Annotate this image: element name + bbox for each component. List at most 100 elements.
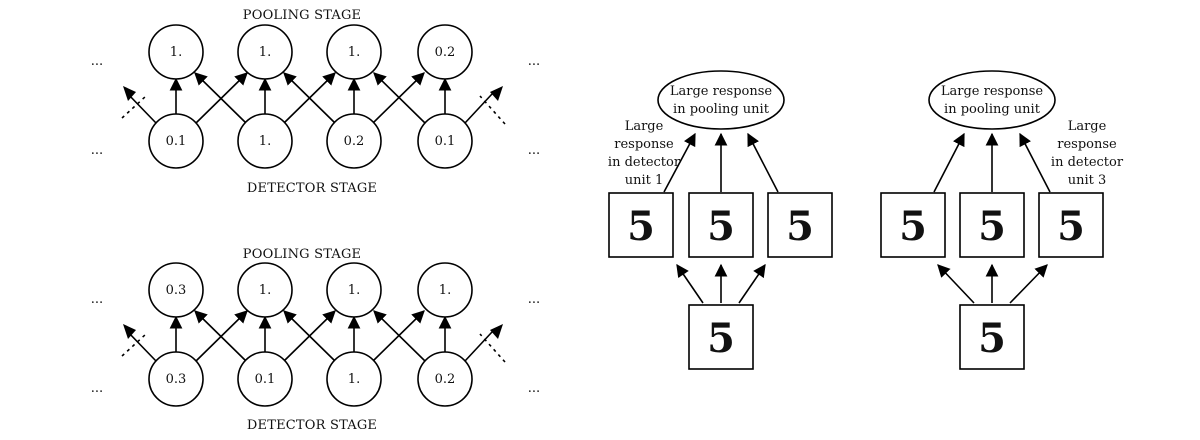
pool-node: 1. [237, 262, 293, 318]
detector-value: 0.2 [435, 372, 456, 387]
edge [464, 93, 493, 124]
detector-node: 0.2 [417, 351, 473, 407]
detector-note-line: response [614, 137, 674, 152]
detector-node: 0.3 [148, 351, 204, 407]
pooling-diagram-1: POOLING STAGE DETECTOR STAGE ... ... ...… [91, 8, 540, 196]
detector-note-line: in detector [608, 155, 681, 170]
detector-node: 1. [237, 113, 293, 169]
edge [1009, 264, 1048, 304]
edge [933, 132, 965, 193]
filter-digit: 5 [978, 203, 1006, 250]
edge [373, 72, 426, 124]
pool-value: 1. [259, 283, 271, 298]
filter-image: 5 [880, 192, 946, 258]
arrowhead-right [490, 324, 503, 339]
detector-note-line: Large [1068, 119, 1107, 134]
detector-value: 1. [348, 372, 360, 387]
pooling-unit: Large response in pooling unit [928, 70, 1056, 130]
detector-node: 0.1 [237, 351, 293, 407]
pooling-edges [125, 310, 493, 362]
dotted-edge [479, 333, 506, 363]
detector-node: 1. [326, 351, 382, 407]
pool-node: 1. [417, 262, 473, 318]
pool-value: 1. [439, 283, 451, 298]
detector-value: 0.1 [435, 134, 456, 149]
ellipsis-right-pool: ... [528, 54, 540, 69]
dotted-edge [121, 333, 147, 357]
pooling-edges [125, 72, 493, 124]
pool-node: 1. [326, 24, 382, 80]
pool-value: 1. [259, 45, 271, 60]
arrowhead-left [123, 86, 136, 101]
filter-digit: 5 [627, 203, 655, 250]
detector-note-line: response [1057, 137, 1117, 152]
edge [373, 310, 426, 362]
edge [1019, 132, 1051, 193]
edge [663, 132, 696, 193]
input-digit: 5 [978, 315, 1006, 362]
pooling-dotted-edges [121, 333, 506, 363]
detector-value: 0.2 [344, 134, 365, 149]
pooling-unit-label-line: in pooling unit [944, 102, 1041, 117]
invariance-edges [933, 132, 1051, 304]
filter-image: 5 [608, 192, 674, 258]
detector-node: 0.1 [417, 113, 473, 169]
invariance-edges [663, 132, 779, 304]
invariance-diagram-2: Large response in pooling unit Large res… [880, 70, 1124, 370]
edge [194, 72, 247, 124]
detector-value: 1. [259, 134, 271, 149]
ellipsis-left-pool: ... [91, 54, 103, 69]
filter-image: 5 [767, 192, 833, 258]
input-digit: 5 [707, 315, 735, 362]
edge [464, 331, 493, 362]
detector-node: 0.2 [326, 113, 382, 169]
filter-digit: 5 [899, 203, 927, 250]
filter-image: 5 [959, 192, 1025, 258]
pooling-stage-label: POOLING STAGE [243, 8, 361, 23]
ellipsis-left-pool: ... [91, 292, 103, 307]
detector-node: 0.1 [148, 113, 204, 169]
input-image: 5 [688, 304, 754, 370]
pooling-diagram-2: POOLING STAGE DETECTOR STAGE ... ... ...… [91, 247, 540, 433]
ellipsis-right-detector: ... [528, 143, 540, 158]
edge [747, 132, 779, 193]
pool-node: 1. [237, 24, 293, 80]
pooling-stage-label: POOLING STAGE [243, 247, 361, 262]
detector-value: 0.3 [166, 372, 187, 387]
ellipsis-right-pool: ... [528, 292, 540, 307]
input-image: 5 [959, 304, 1025, 370]
detector-note: Large response in detector unit 1 [608, 119, 681, 188]
edge [937, 264, 975, 304]
detector-stage-label: DETECTOR STAGE [247, 181, 377, 196]
filter-image: 5 [688, 192, 754, 258]
edge [283, 72, 336, 124]
pool-value: 0.3 [166, 283, 187, 298]
pool-node: 0.3 [148, 262, 204, 318]
filter-digit: 5 [786, 203, 814, 250]
pool-node: 1. [326, 262, 382, 318]
dotted-edge [479, 95, 506, 125]
filter-digit: 5 [707, 203, 735, 250]
invariance-diagram-1: Large response in pooling unit Large res… [608, 70, 833, 370]
dotted-edge [121, 95, 147, 119]
pool-value: 1. [348, 45, 360, 60]
detector-stage-label: DETECTOR STAGE [247, 418, 377, 433]
detector-note: Large response in detector unit 3 [1051, 119, 1124, 188]
detector-value: 0.1 [255, 372, 276, 387]
edge [738, 263, 766, 304]
edge [194, 310, 247, 362]
arrowhead-left [123, 324, 136, 339]
arrowhead-right [490, 86, 503, 101]
detector-value: 0.1 [166, 134, 187, 149]
detector-note-line: unit 1 [625, 173, 664, 188]
ellipsis-left-detector: ... [91, 381, 103, 396]
detector-note-line: unit 3 [1068, 173, 1107, 188]
pool-value: 0.2 [435, 45, 456, 60]
pool-value: 1. [170, 45, 182, 60]
edge [283, 310, 336, 362]
ellipsis-left-detector: ... [91, 143, 103, 158]
pool-node: 1. [148, 24, 204, 80]
pool-value: 1. [348, 283, 360, 298]
